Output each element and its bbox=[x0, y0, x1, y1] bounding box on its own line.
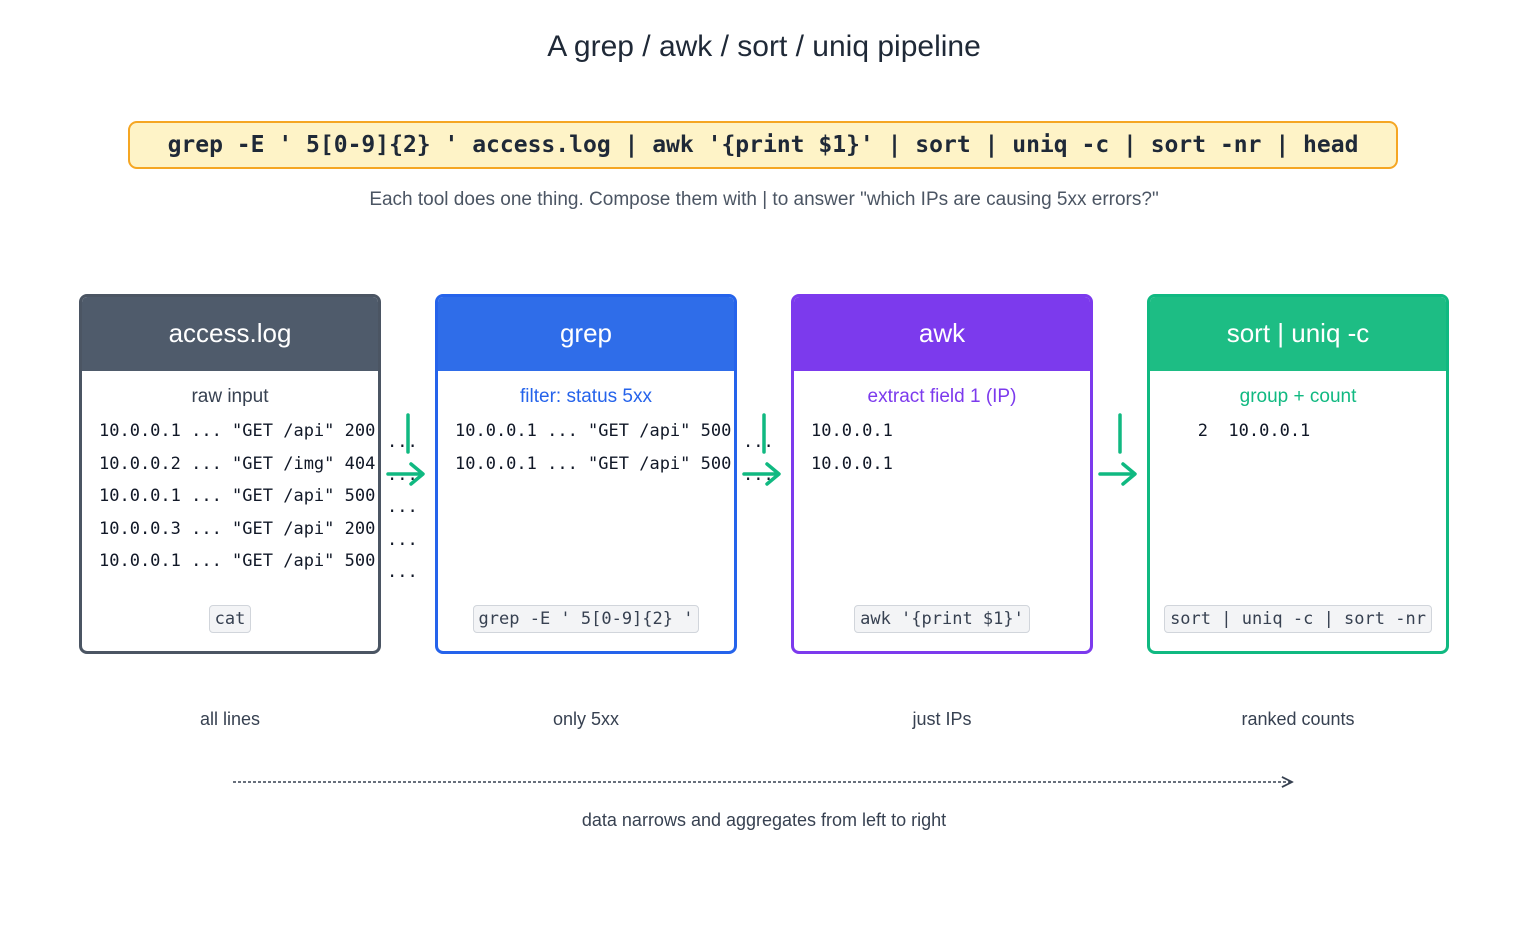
tool-command: cat bbox=[208, 605, 252, 633]
stage-caption: just IPs bbox=[912, 709, 972, 729]
overflow-ellipsis: ... bbox=[387, 529, 418, 550]
pipeline-command: grep -E ' 5[0-9]{2} ' access.log | awk '… bbox=[128, 121, 1398, 169]
stage-caption: ranked counts bbox=[1241, 709, 1355, 729]
stage-lines: 2 10.0.0.1 bbox=[1150, 415, 1446, 448]
stage-sort-uniq: sort | uniq -c group + count 2 10.0.0.1 … bbox=[1147, 294, 1449, 654]
stage-description: extract field 1 (IP) bbox=[867, 386, 1017, 407]
overflow-ellipsis: ... bbox=[387, 562, 418, 582]
stage-header: grep bbox=[438, 297, 734, 371]
stage-description: raw input bbox=[191, 386, 269, 407]
diagram-subtitle: Each tool does one thing. Compose them w… bbox=[369, 189, 1159, 210]
ip-line: 10.0.0.1 bbox=[811, 453, 893, 474]
stage-tool: cat bbox=[82, 605, 378, 633]
pipe-arrow-icon bbox=[1098, 413, 1137, 486]
log-line: 10.0.0.1 ... "GET /api" 500 bbox=[99, 486, 376, 506]
overflow-ellipsis: ... bbox=[387, 497, 418, 517]
log-line: 10.0.0.1 ... "GET /api" 500 bbox=[99, 551, 376, 571]
stage-lines: 10.0.0.1 10.0.0.1 bbox=[794, 415, 1090, 480]
stage-description: group + count bbox=[1239, 386, 1357, 407]
log-line: 10.0.0.3 ... "GET /api" 200 bbox=[99, 518, 376, 539]
stage-caption: all lines bbox=[199, 709, 261, 729]
stage-lines: 10.0.0.1 ... "GET /api" 200 10.0.0.2 ...… bbox=[82, 415, 378, 578]
stage-tool: awk '{print $1}' bbox=[794, 605, 1090, 633]
stage-header: awk bbox=[794, 297, 1090, 371]
flow-note: data narrows and aggregates from left to… bbox=[581, 810, 947, 830]
stage-1-overflow: ... ... bbox=[743, 426, 774, 491]
stage-header: sort | uniq -c bbox=[1150, 297, 1446, 371]
ip-line: 10.0.0.1 bbox=[811, 421, 893, 441]
overflow-ellipsis: ... bbox=[387, 464, 418, 485]
stage-tool: grep -E ' 5[0-9]{2} ' bbox=[438, 605, 734, 633]
log-line: 10.0.0.1 ... "GET /api" 500 bbox=[455, 421, 732, 441]
stage-caption: only 5xx bbox=[552, 709, 620, 729]
stage-description: filter: status 5xx bbox=[520, 386, 652, 407]
tool-command: awk '{print $1}' bbox=[854, 605, 1030, 633]
stage-0-overflow: ... ... ... ... ... bbox=[387, 426, 418, 589]
stage-grep: grep filter: status 5xx 10.0.0.1 ... "GE… bbox=[435, 294, 737, 654]
overflow-ellipsis: ... bbox=[743, 464, 774, 485]
stage-awk: awk extract field 1 (IP) 10.0.0.1 10.0.0… bbox=[791, 294, 1093, 654]
overflow-ellipsis: ... bbox=[387, 432, 418, 452]
tool-command: sort | uniq -c | sort -nr bbox=[1164, 605, 1432, 633]
stage-tool: sort | uniq -c | sort -nr bbox=[1150, 605, 1446, 633]
overflow-ellipsis: ... bbox=[743, 432, 774, 452]
tool-command: grep -E ' 5[0-9]{2} ' bbox=[472, 605, 700, 633]
log-line: 10.0.0.1 ... "GET /api" 200 bbox=[99, 421, 376, 441]
log-line: 10.0.0.2 ... "GET /img" 404 bbox=[99, 453, 376, 474]
log-line: 10.0.0.1 ... "GET /api" 500 bbox=[455, 453, 732, 474]
stage-header: access.log bbox=[82, 297, 378, 371]
diagram-title: A grep / awk / sort / uniq pipeline bbox=[547, 30, 981, 63]
count-line: 2 10.0.0.1 bbox=[1167, 421, 1311, 441]
stage-access-log: access.log raw input 10.0.0.1 ... "GET /… bbox=[79, 294, 381, 654]
stage-lines: 10.0.0.1 ... "GET /api" 500 10.0.0.1 ...… bbox=[438, 415, 734, 480]
